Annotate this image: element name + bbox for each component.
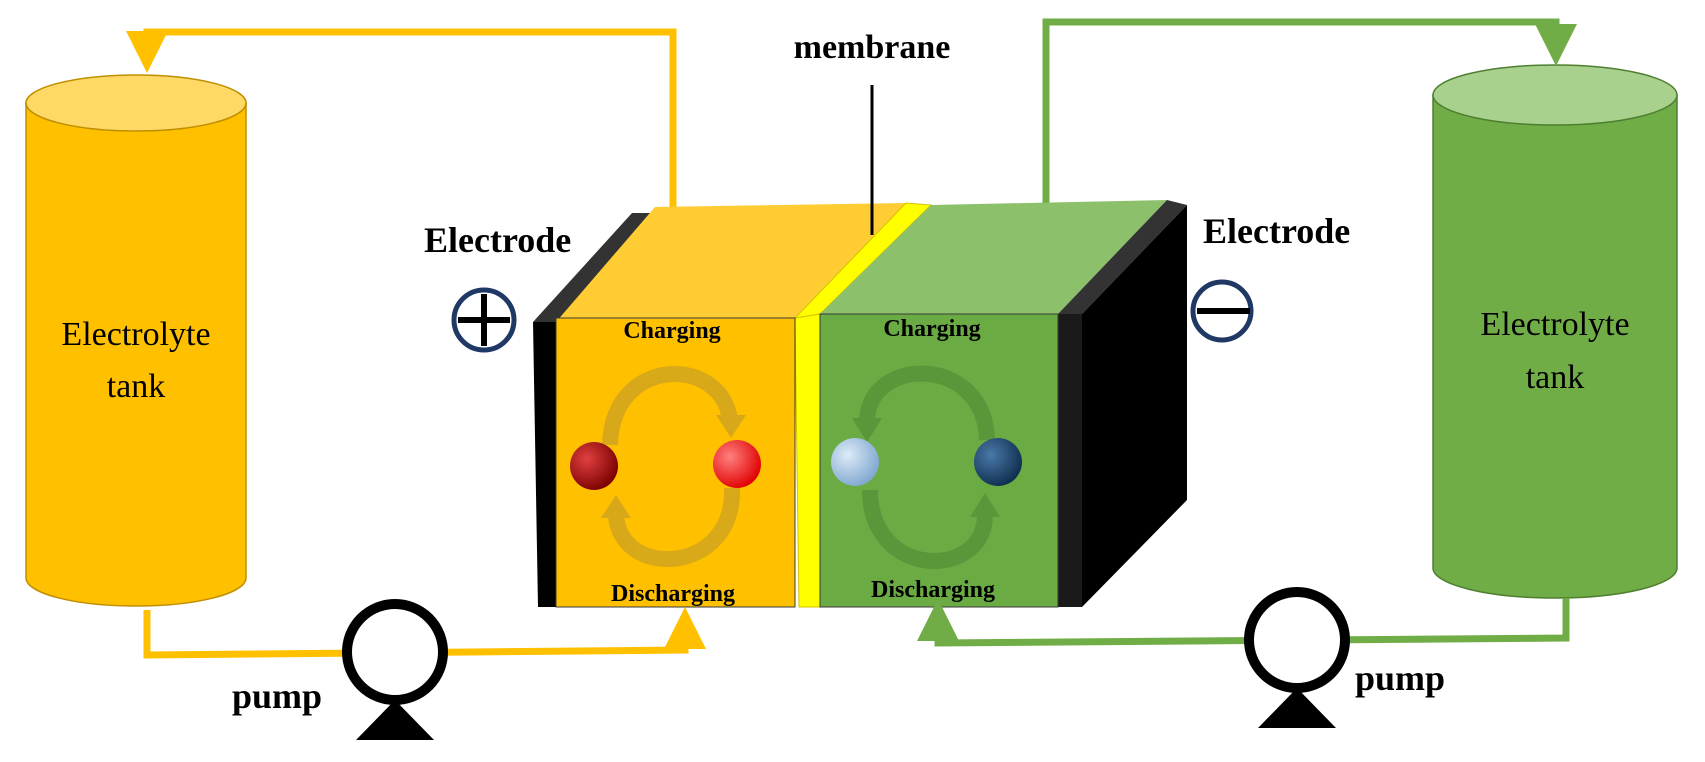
pipe-right-return <box>1042 18 1577 205</box>
right-tank-label-line2: tank <box>1526 359 1585 396</box>
left-pump-icon <box>342 599 448 705</box>
right-electrode-label: Electrode <box>1203 211 1350 251</box>
negative-terminal-icon <box>1190 279 1254 343</box>
left-cycle-arrows <box>601 366 746 568</box>
left-electrode-label: Electrode <box>424 220 571 260</box>
flow-cell: Charging Charging Discharging Dischargin… <box>533 200 1187 608</box>
right-tank-label-line1: Electrolyte <box>1480 306 1629 343</box>
ion-red <box>713 440 761 488</box>
ion-light-blue <box>831 438 879 486</box>
left-pump: pump <box>232 599 448 740</box>
left-tank-label-line1: Electrolyte <box>61 316 210 353</box>
pipe-left-return <box>126 28 677 210</box>
discharging-label-left: Discharging <box>611 581 735 607</box>
right-pump-icon <box>1244 587 1350 693</box>
positive-terminal-icon <box>451 287 517 353</box>
discharging-label-right: Discharging <box>871 577 995 603</box>
left-electrode-plate <box>533 322 556 607</box>
right-pump-base <box>1258 688 1336 728</box>
membrane <box>794 313 823 608</box>
ion-dark-blue <box>974 438 1022 486</box>
right-pump: pump <box>1244 587 1445 728</box>
right-cycle-arrows <box>852 365 1000 569</box>
ion-dark-red <box>570 442 618 490</box>
right-electrolyte-tank: Electrolyte tank <box>1432 64 1678 599</box>
left-pump-label: pump <box>232 676 322 716</box>
right-pump-label: pump <box>1355 658 1445 698</box>
charging-label-left: Charging <box>623 318 720 344</box>
left-tank-label-line2: tank <box>107 368 166 405</box>
membrane-label: membrane <box>794 29 951 66</box>
left-electrolyte-tank: Electrolyte tank <box>25 74 247 607</box>
charging-label-right: Charging <box>883 316 980 342</box>
left-pump-base <box>356 700 434 740</box>
right-electrode-block <box>1082 205 1187 607</box>
